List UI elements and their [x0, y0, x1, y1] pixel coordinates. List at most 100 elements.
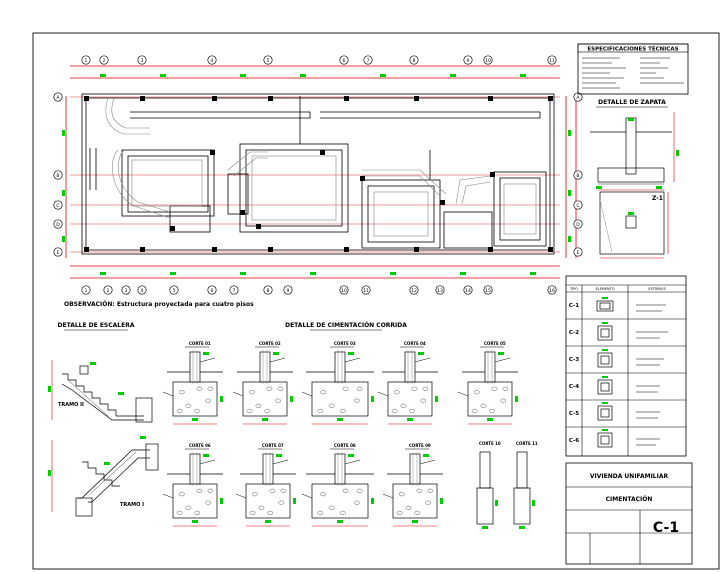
grid-bubble-left-C: C	[53, 200, 63, 210]
section-label: CORTE 11	[516, 441, 538, 446]
svg-text:C: C	[56, 203, 59, 209]
grid-bubble-top-7: 7	[363, 55, 373, 65]
col-type-c2: C-2	[569, 330, 579, 336]
svg-text:8: 8	[267, 288, 270, 294]
grid-bubble-bottom-15: 15	[483, 285, 493, 295]
grid-bubble-bottom-5: 5	[169, 285, 179, 295]
svg-text:B: B	[56, 173, 59, 179]
svg-text:10: 10	[485, 58, 491, 64]
svg-text:11: 11	[549, 58, 555, 64]
section-11: CORTE 11	[513, 441, 538, 529]
zapata-title: DETALLE DE ZAPATA	[598, 99, 666, 106]
stair-detail: DETALLE DE ESCALERA TRAMO II TRAMO I	[48, 322, 159, 517]
svg-text:4: 4	[141, 288, 144, 294]
grid-bubble-bottom-1: 1	[81, 285, 91, 295]
svg-text:A: A	[56, 95, 60, 101]
svg-text:1: 1	[85, 288, 88, 294]
grid-bubble-top-6: 6	[339, 55, 349, 65]
sheet-name: CIMENTACIÓN	[606, 496, 653, 503]
svg-text:15: 15	[485, 288, 491, 294]
svg-text:5: 5	[173, 288, 176, 294]
project-name: VIVIENDA UNIFAMILIAR	[590, 473, 669, 480]
svg-text:B: B	[576, 173, 579, 179]
section-label: CORTE 02	[259, 341, 281, 346]
section-10: CORTE 10	[476, 441, 501, 529]
svg-text:7: 7	[367, 58, 370, 64]
section-label: CORTE 09	[409, 443, 431, 448]
section-8: CORTE 08	[301, 443, 374, 527]
stair-title: DETALLE DE ESCALERA	[57, 322, 134, 329]
col-type-c4: C-4	[569, 384, 579, 390]
section-label: CORTE 07	[262, 443, 284, 448]
grid-bubble-left-A: A	[53, 92, 63, 102]
title-block: VIVIENDA UNIFAMILIAR CIMENTACIÓN C-1	[565, 462, 693, 565]
svg-text:C: C	[576, 203, 579, 209]
svg-text:E: E	[57, 250, 60, 256]
svg-text:16: 16	[549, 288, 555, 294]
grid-bubble-top-11: 11	[547, 55, 557, 65]
grid-bubble-bottom-11: 11	[361, 285, 371, 295]
section-label: CORTE 06	[189, 443, 211, 448]
svg-text:D: D	[576, 222, 580, 228]
grid-bubble-top-8: 8	[409, 55, 419, 65]
svg-text:5: 5	[267, 58, 270, 64]
section-label: CORTE 10	[479, 441, 501, 446]
zapata-detail: DETALLE DE ZAPATA Z-1	[590, 99, 679, 259]
foundation-sections: CORTE 01 CORTE 02 CORTE 03 CORTE 04 CORTE 05…	[162, 341, 538, 529]
section-3: CORTE 03	[301, 341, 374, 425]
section-4: CORTE 04	[377, 341, 438, 425]
grid-bubble-left-B: B	[53, 170, 63, 180]
col-type-c1: C-1	[569, 303, 579, 309]
section-6: CORTE 06	[162, 443, 223, 527]
sheet-border	[32, 32, 720, 570]
stair-tramo-i: TRAMO I	[120, 502, 144, 508]
svg-text:14: 14	[465, 288, 471, 294]
svg-text:A: A	[576, 95, 580, 101]
svg-text:6: 6	[211, 288, 214, 294]
grid-bubble-bottom-7: 7	[229, 285, 239, 295]
grid-bubble-bottom-13: 13	[435, 285, 445, 295]
grid-bubble-bottom-2: 2	[103, 285, 113, 295]
zapata-tag: Z-1	[652, 195, 663, 202]
svg-text:9: 9	[467, 58, 470, 64]
section-label: CORTE 04	[404, 341, 426, 346]
grid-bubble-top-9: 9	[463, 55, 473, 65]
svg-text:12: 12	[411, 288, 417, 294]
grid-bubble-bottom-9: 9	[283, 285, 293, 295]
grid-bubble-top-3: 3	[137, 55, 147, 65]
svg-text:11: 11	[363, 288, 369, 294]
sheet-code: C-1	[653, 520, 679, 536]
grid-bubble-bottom-10: 10	[339, 285, 349, 295]
grid-bubble-right-E: E	[573, 247, 583, 257]
grid-bubble-bottom-6: 6	[207, 285, 217, 295]
svg-text:4: 4	[211, 58, 214, 64]
grid-bubble-top-4: 4	[207, 55, 217, 65]
col-header-elemento: ELEMENTO	[595, 287, 614, 291]
plan-observation-note: OBSERVACIÓN: Estructura proyectada para …	[64, 301, 254, 308]
section-2: CORTE 02	[232, 341, 293, 425]
svg-text:D: D	[56, 222, 60, 228]
svg-text:13: 13	[437, 288, 443, 294]
col-type-c3: C-3	[569, 357, 579, 363]
grid-bubble-left-D: D	[53, 219, 63, 229]
grid-bubble-bottom-12: 12	[409, 285, 419, 295]
stair-tramo-ii: TRAMO II	[58, 402, 84, 408]
grid-bubble-top-1: 1	[81, 55, 91, 65]
svg-text:3: 3	[141, 58, 144, 64]
grid-bubble-left-E: E	[53, 247, 63, 257]
svg-text:3: 3	[125, 288, 128, 294]
section-label: CORTE 01	[189, 341, 211, 346]
grid-bubble-bottom-3: 3	[121, 285, 131, 295]
section-label: CORTE 03	[334, 341, 356, 346]
col-type-c6: C-6	[569, 438, 579, 444]
grid-bubble-right-D: D	[573, 219, 583, 229]
section-5: CORTE 05	[457, 341, 518, 425]
section-7: CORTE 07	[235, 443, 296, 527]
technical-specs-box: ESPECIFICACIONES TÉCNICAS	[577, 43, 689, 95]
grid-bubble-bottom-16: 16	[547, 285, 557, 295]
columns-table: TIPO ELEMENTO ESTRIBOS C-1 C-2 C-3 C-4 C…	[565, 275, 687, 457]
svg-text:8: 8	[413, 58, 416, 64]
col-header-estribos: ESTRIBOS	[648, 287, 666, 291]
